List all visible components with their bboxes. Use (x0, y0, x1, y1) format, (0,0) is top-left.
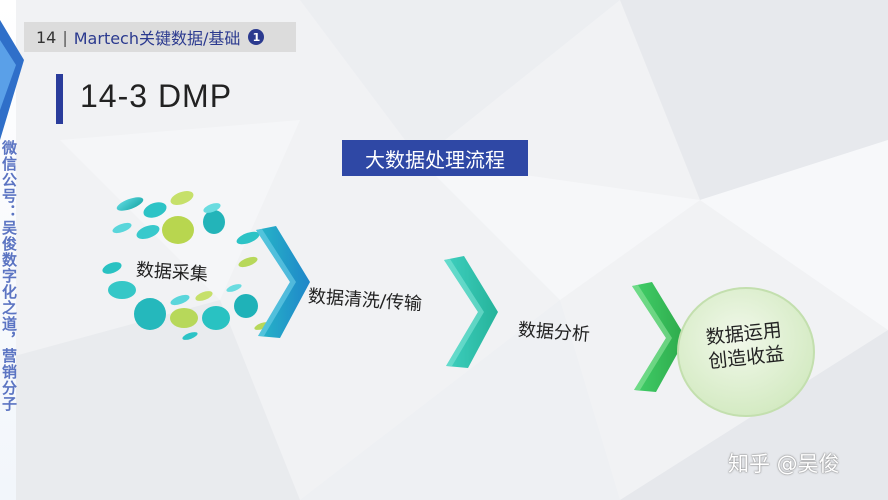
section-header: 14 | Martech关键数据/基础 1 (24, 22, 296, 52)
side-caption: 微信公号：吴俊数字化之道，营销分子 (0, 140, 18, 412)
data-collection-cylinders (102, 191, 270, 340)
title-accent-bar (56, 74, 63, 124)
chevron-arrow-icon (256, 226, 310, 338)
chevron-arrow-icon (632, 282, 686, 392)
side-accent-shape (0, 20, 24, 140)
process-label: 大数据处理流程 (342, 140, 528, 176)
header-separator: | (62, 27, 68, 47)
final-step-circle (678, 288, 814, 416)
watermark: 知乎 @吴俊 (728, 452, 840, 476)
section-badge: 1 (248, 29, 265, 45)
chevron-arrow-icon (444, 256, 498, 368)
page-title: 14-3 DMP (80, 78, 233, 114)
step-label-collection: 数据采集 (135, 259, 209, 286)
step-label-analysis: 数据分析 (517, 319, 591, 346)
section-title: Martech关键数据/基础 (73, 29, 241, 48)
section-number: 14 (36, 27, 57, 47)
